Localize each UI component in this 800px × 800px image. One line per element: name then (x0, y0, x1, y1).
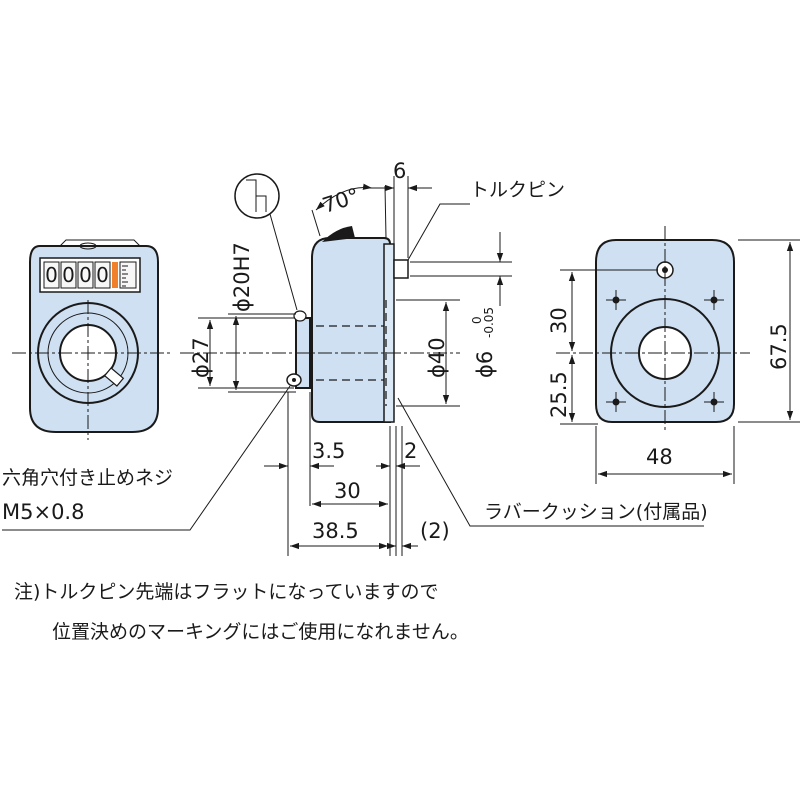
front-view-set-screw-icon (103, 367, 125, 387)
rear-dim-25-5: 25.5 (547, 371, 571, 418)
side-view-rear-plate (383, 243, 395, 423)
rear-dim-67-5: 67.5 (767, 323, 791, 370)
dim-30: 30 (334, 479, 361, 503)
counter-digit: 0 (96, 263, 109, 287)
note-line2: 位置決めのマーキングにはご使用になれません。 (52, 621, 469, 643)
pin-dia-label: ϕ6 (473, 351, 497, 378)
dim-38-5: 38.5 (312, 519, 359, 543)
counter-digit: 0 (62, 263, 75, 287)
counter-digit-box (77, 261, 94, 289)
rear-dim-48: 48 (646, 445, 673, 469)
dim-2: 2 (404, 439, 417, 463)
note: 注)トルクピン先端はフラットになっていますので 位置決めのマーキングにはご使用に… (14, 581, 469, 643)
rear-view-screw-holes (606, 290, 724, 412)
rubber-cushion-label: ラバークッション(付属品) (484, 501, 708, 523)
torque-pin-label: トルクピン (470, 179, 565, 201)
side-view-screw-top (293, 310, 307, 322)
counter-digit-box (94, 261, 111, 289)
set-screw-label-line1: 六角穴付き止めネジ (2, 467, 173, 489)
front-view-top-tab (59, 239, 141, 247)
rear-view: 30 25.5 67.5 48 (547, 226, 800, 484)
counter-digit: 0 (45, 263, 58, 287)
front-view-screw-icon (79, 242, 97, 250)
counter-digits: 0 0 0 0 (43, 261, 137, 289)
dim-2-ref: (2) (420, 519, 450, 543)
torque-pin (393, 259, 409, 279)
side-view-body (311, 237, 391, 423)
angle-label: 70° (319, 184, 362, 218)
rear-dim-30: 30 (547, 307, 571, 334)
counter-marker-bar (112, 262, 118, 288)
detail-groove (246, 179, 267, 212)
dim-3-5: 3.5 (312, 439, 345, 463)
flange-dia-label: ϕ27 (189, 337, 213, 378)
side-view-top-knob (322, 226, 355, 242)
pin-width-label: 6 (393, 159, 406, 183)
side-view: ϕ20H7 ϕ27 ϕ40 ϕ6 0 -0.05 70° 6 ト (2, 159, 708, 556)
set-screw-label-line2: M5×0.8 (2, 500, 84, 524)
counter-digit: 0 (79, 263, 92, 287)
note-line1: 注)トルクピン先端はフラットになっていますので (14, 581, 438, 603)
front-view: 0 0 0 0 (12, 239, 170, 440)
pin-tol-lower: -0.05 (482, 307, 496, 338)
counter-digit-box (43, 261, 60, 289)
counter-scale-ticks (122, 265, 128, 287)
body-dia-label: ϕ40 (425, 337, 449, 378)
pin-tol-upper: 0 (470, 316, 484, 324)
bore-label: ϕ20H7 (230, 242, 254, 312)
counter-digit-box (60, 261, 77, 289)
